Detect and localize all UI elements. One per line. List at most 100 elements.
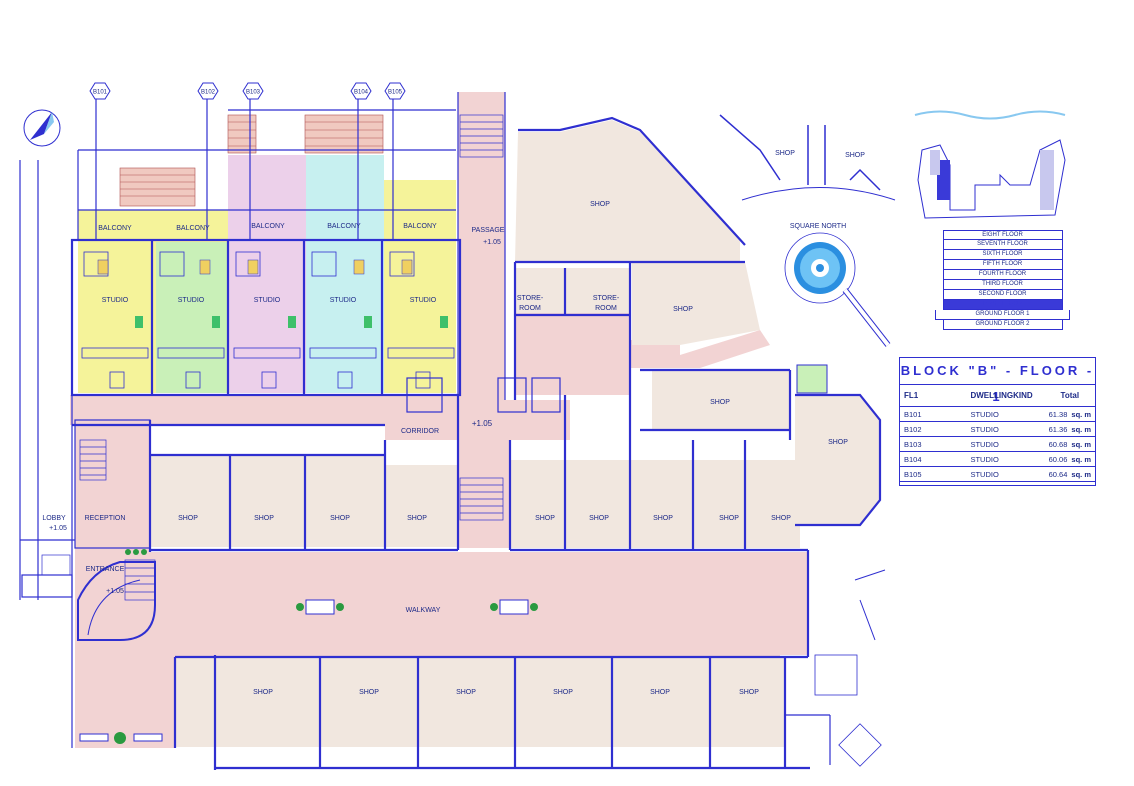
shop-label-mid-2: SHOP [710,399,730,406]
balcony-label-3: BALCONY [251,223,285,230]
col-total: Total [1044,385,1095,407]
unit-tag-badge [242,82,264,100]
balcony-label-2: BALCONY [176,225,210,232]
key-plan [914,110,1066,219]
shop-label-upper-1: SHOP [590,201,610,208]
shop-label-upper-3: SHOP [845,152,865,159]
balcony-label-1: BALCONY [98,225,132,232]
unit-tag-label: B103 [246,90,261,96]
shop-label-row-1: SHOP [178,515,198,522]
unit-cell: B103 [900,436,967,452]
shop-label-row-3: SHOP [330,515,350,522]
kind-cell: STUDIO [966,451,1045,467]
shop-label-row-8: SHOP [719,515,739,522]
store-room-1-line1: STORE- [517,295,544,302]
total-cell: 61.36 [1044,421,1070,437]
north-arrow [23,109,61,147]
shop-label-low-4: SHOP [553,689,573,696]
unit-label-cell: sq. m [1069,436,1095,452]
shop-label-row-6: SHOP [589,515,609,522]
entrance-level: +1.05 [106,588,124,595]
studio-b104-fill [306,155,384,393]
floor-seventh[interactable]: SEVENTH FLOOR [942,240,1063,250]
unit-tag-label: B102 [201,90,216,96]
passage-label: PASSAGE [472,227,505,234]
unit-label-cell: sq. m [1069,451,1095,467]
unit-tag-badge [89,82,111,100]
shop-label-mid-3: SHOP [828,439,848,446]
total-cell: 60.06 [1044,451,1070,467]
studio-label-5: STUDIO [410,297,437,304]
store-room-2-line1: STORE- [593,295,620,302]
studio-label-4: STUDIO [330,297,357,304]
corridor-label: CORRIDOR [401,428,439,435]
fountain [784,232,891,347]
schedule-title: BLOCK "B" - FLOOR - 1 [900,358,1095,404]
balcony-label-4: BALCONY [327,223,361,230]
floor-second[interactable]: SECOND FLOOR [942,290,1063,300]
store-room-1-line2: ROOM [519,305,541,312]
floor-ground-2[interactable]: GROUND FLOOR 2 [942,320,1063,330]
unit-cell: B102 [900,421,967,437]
floor-eight[interactable]: EIGHT FLOOR [942,230,1063,240]
roof-tiles [119,114,384,207]
total-cell: 60.68 [1044,436,1070,452]
circulation-area [70,92,808,748]
shop-label-row-5: SHOP [535,515,555,522]
unit-tag-badge [384,82,406,100]
unit-label-cell: sq. m [1069,406,1095,422]
shop-label-row-7: SHOP [653,515,673,522]
balcony-label-5: BALCONY [403,223,437,230]
shop-label-mid-1: SHOP [673,306,693,313]
total-cell: 60.64 [1044,466,1070,482]
col-kind: DWELLINGKIND [966,385,1045,407]
lobby-level: +1.05 [49,525,67,532]
walkway-label: WALKWAY [406,607,441,614]
unit-cell: B104 [900,451,967,467]
kind-cell: STUDIO [966,406,1045,422]
unit-label-cell: sq. m [1069,466,1095,482]
passage-level: +1.05 [483,239,501,246]
floor-first-active[interactable]: FIRST FLOOR [942,300,1063,310]
shop-label-low-3: SHOP [456,689,476,696]
floor-fourth[interactable]: FOURTH FLOOR [942,270,1063,280]
reception-label: RECEPTION [85,515,126,522]
studio-label-3: STUDIO [254,297,281,304]
corridor-level: +1.05 [472,419,493,428]
store-room-2-line2: ROOM [595,305,617,312]
unit-cell: B105 [900,466,967,482]
lobby-label: LOBBY [42,515,66,522]
shop-label-low-5: SHOP [650,689,670,696]
unit-tag-label: B105 [388,90,403,96]
unit-label-cell: sq. m [1069,421,1095,437]
floor-third[interactable]: THIRD FLOOR [942,280,1063,290]
floor-stack: EIGHT FLOOR SEVENTH FLOOR SIXTH FLOOR FI… [935,230,1070,330]
studio-b103-fill [228,155,306,393]
studio-label-1: STUDIO [102,297,129,304]
shop-label-low-2: SHOP [359,689,379,696]
room-labels: BALCONY BALCONY BALCONY BALCONY BALCONY … [42,150,865,696]
balcony-row-yellow [78,210,228,242]
shop-label-upper-2: SHOP [775,150,795,157]
floor-sixth[interactable]: SIXTH FLOOR [942,250,1063,260]
studio-label-2: STUDIO [178,297,205,304]
shop-label-row-2: SHOP [254,515,274,522]
area-schedule: BLOCK "B" - FLOOR - 1 FL1 DWELLINGKIND T… [899,357,1096,486]
unit-tag-badge [350,82,372,100]
studio-b105-fill [384,180,456,393]
unit-cell: B101 [900,406,967,422]
floor-ground-1[interactable]: GROUND FLOOR 1 [935,310,1070,320]
shop-label-row-4: SHOP [407,515,427,522]
kind-cell: STUDIO [966,466,1045,482]
shop-label-low-1: SHOP [253,689,273,696]
kind-cell: STUDIO [966,421,1045,437]
col-unit: FL1 [900,385,967,407]
floor-fifth[interactable]: FIFTH FLOOR [942,260,1063,270]
shop-label-low-6: SHOP [739,689,759,696]
